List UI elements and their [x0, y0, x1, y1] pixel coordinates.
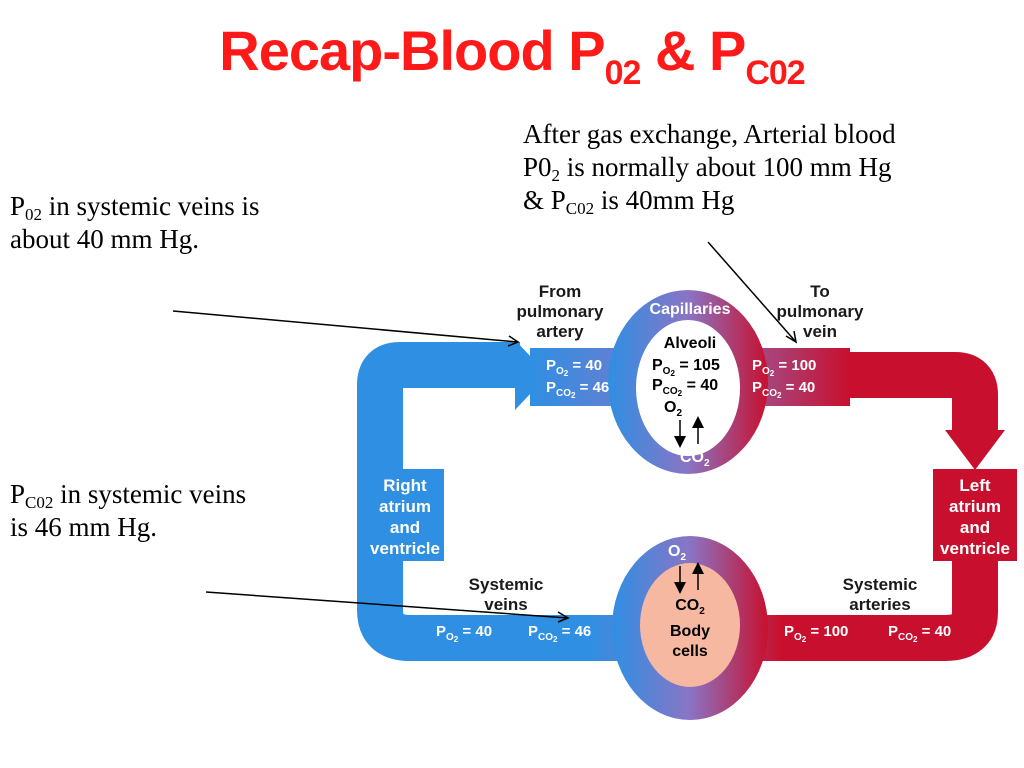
systemic-vein-pco2-note: PC02 in systemic veins is 46 mm Hg.	[10, 479, 247, 542]
systemic-vein-po2-note: P02 in systemic veins is about 40 mm Hg.	[10, 191, 260, 254]
body-co2-label: CO2	[675, 597, 705, 617]
systemic-o2-label: O2	[668, 543, 686, 563]
right-heart-label-2: atrium	[379, 497, 431, 516]
pointer-po2	[172, 310, 519, 343]
left-heart-label-4: ventricle	[940, 539, 1010, 558]
right-heart-box	[366, 469, 444, 561]
systemic-arteries-1: Systemic	[843, 575, 918, 594]
red-arrow-head	[945, 430, 1005, 470]
left-heart-label-3: and	[960, 518, 990, 537]
systemic-arteries-2: arteries	[849, 595, 910, 614]
alveoli-label: Alveoli	[664, 335, 716, 352]
slide-title: Recap-Blood P02 & PC02	[219, 19, 805, 92]
pointer-po2-head	[507, 335, 520, 347]
sys-art-pco2: PCO2 = 40	[888, 623, 951, 644]
to-pulmonary-3: vein	[803, 322, 837, 341]
to-pulmonary-2: pulmonary	[777, 302, 864, 321]
pointer-arterial-head	[785, 330, 798, 344]
right-heart-label-3: and	[390, 518, 420, 537]
right-heart-label-1: Right	[383, 476, 427, 495]
body-cells-label-1: Body	[670, 623, 710, 640]
body-cells-circle	[640, 563, 740, 687]
left-heart-label-1: Left	[959, 476, 991, 495]
from-pulmonary-1: From	[539, 282, 582, 301]
right-heart-label-4: ventricle	[370, 539, 440, 558]
pointer-arterial	[707, 241, 797, 343]
capillaries-label: Capillaries	[650, 301, 731, 318]
pointer-pco2	[205, 591, 569, 619]
pointer-pco2-head	[557, 611, 570, 623]
systemic-veins-1: Systemic	[469, 575, 544, 594]
capillary-co2-label: CO2	[680, 449, 710, 469]
left-heart-label-2: atrium	[949, 497, 1001, 516]
to-pulmonary-1: To	[810, 282, 830, 301]
left-heart-box	[933, 469, 1017, 561]
body-cells-label-2: cells	[672, 643, 708, 660]
from-pulmonary-3: artery	[536, 322, 584, 341]
alveoli-o2-label: O2	[664, 399, 682, 419]
arterial-blood-note: After gas exchange, Arterial blood P02 i…	[523, 119, 896, 218]
systemic-veins-2: veins	[484, 595, 527, 614]
red-vessel-loop	[755, 352, 1005, 661]
alveoli-space	[636, 320, 740, 456]
from-pulmonary-2: pulmonary	[517, 302, 604, 321]
